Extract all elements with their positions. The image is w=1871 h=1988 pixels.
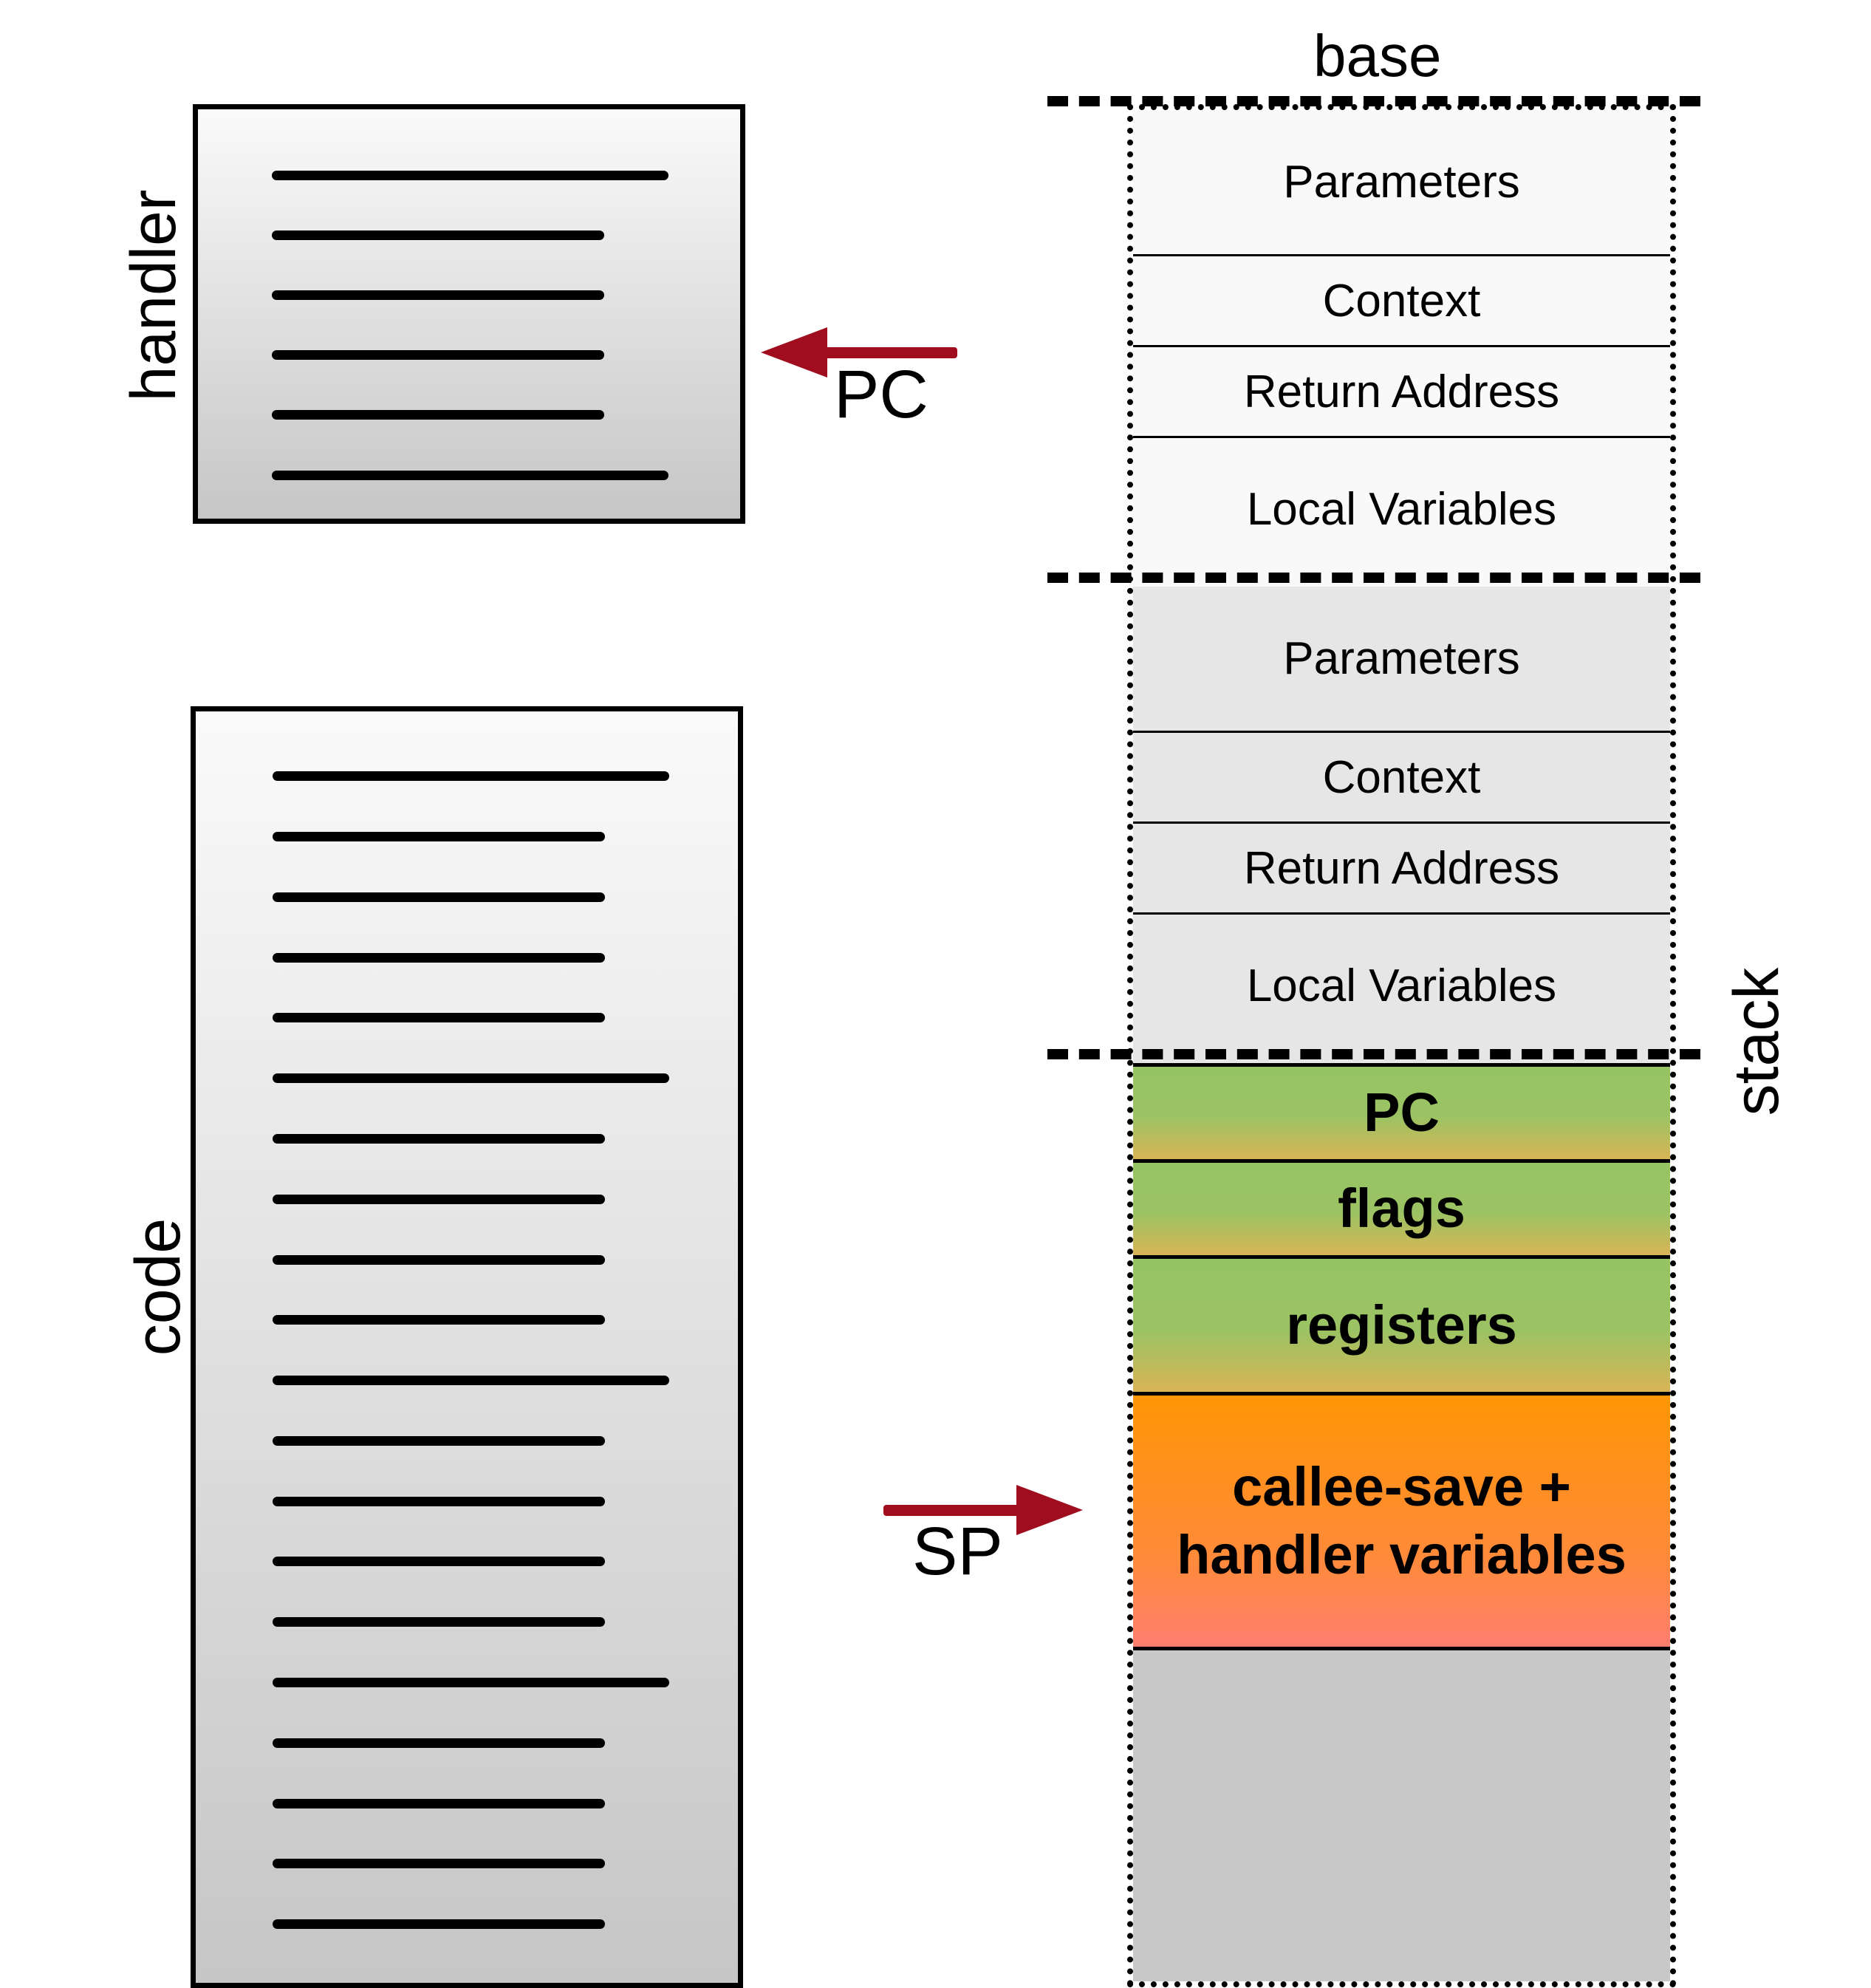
frame-2-parameters: Parameters: [1133, 587, 1670, 733]
code-line: [273, 1436, 605, 1446]
stack-label: stack: [1721, 967, 1792, 1116]
frame-boundary-1: [1047, 573, 1700, 583]
sp-arrow-head: [1016, 1485, 1083, 1535]
code-line: [273, 1919, 605, 1929]
handler-code-box: [193, 104, 745, 524]
frame-boundary-2: [1047, 1049, 1700, 1059]
code-line: [273, 1678, 669, 1687]
code-line: [272, 471, 668, 480]
frame-1-parameters: Parameters: [1133, 110, 1670, 256]
code-line: [273, 1799, 605, 1808]
frame-2-context: Context: [1133, 733, 1670, 824]
sp-arrow-shaft: [883, 1505, 1025, 1516]
pc-arrow-shaft: [805, 347, 957, 358]
code-label: code: [123, 1217, 194, 1356]
frame-1-local-variables: Local Variables: [1246, 484, 1557, 535]
code-line: [273, 1497, 605, 1506]
code-line: [273, 1859, 605, 1868]
pc-arrow-head: [761, 327, 827, 378]
stack-frame-1: Parameters Context Return Address Local …: [1133, 110, 1670, 587]
code-line: [273, 771, 669, 781]
frame-1-context: Context: [1133, 256, 1670, 347]
code-line: [273, 1195, 605, 1204]
code-line: [273, 1738, 605, 1748]
code-line: [272, 230, 604, 240]
code-line: [272, 290, 604, 300]
code-line: [273, 1073, 669, 1083]
code-line: [273, 1315, 605, 1325]
saved-flags-cell: flags: [1133, 1159, 1670, 1255]
stack-column: Parameters Context Return Address Local …: [1127, 104, 1676, 1987]
code-line: [273, 892, 605, 902]
saved-registers-cell: registers: [1133, 1255, 1670, 1392]
frame-1-return-address: Return Address: [1133, 347, 1670, 438]
code-line: [273, 953, 605, 963]
frame-boundary-base: [1047, 96, 1700, 106]
code-line: [273, 1013, 605, 1022]
code-line: [273, 1255, 605, 1265]
code-line: [273, 1376, 669, 1385]
free-stack-area: [1133, 1650, 1670, 1981]
code-line: [273, 1557, 605, 1566]
code-line: [272, 350, 604, 360]
frame-2-local-variables: Local Variables: [1246, 960, 1557, 1011]
code-line: [273, 1617, 605, 1627]
frame-2-return-address: Return Address: [1133, 824, 1670, 915]
handler-label: handler: [118, 189, 189, 402]
callee-save-handler-variables-cell: callee-save + handler variables: [1133, 1392, 1670, 1650]
saved-pc-cell: PC: [1133, 1063, 1670, 1159]
callee-save-label: callee-save + handler variables: [1177, 1455, 1627, 1586]
code-line: [272, 410, 604, 420]
code-box: [191, 706, 743, 1988]
code-line: [273, 832, 605, 841]
pc-pointer-label: PC: [834, 357, 928, 432]
sp-pointer-label: SP: [912, 1514, 1003, 1589]
stack-frame-2: Parameters Context Return Address Local …: [1133, 587, 1670, 1063]
code-line: [272, 171, 668, 180]
code-line: [273, 1134, 605, 1144]
stack-base-label: base: [1313, 23, 1442, 89]
